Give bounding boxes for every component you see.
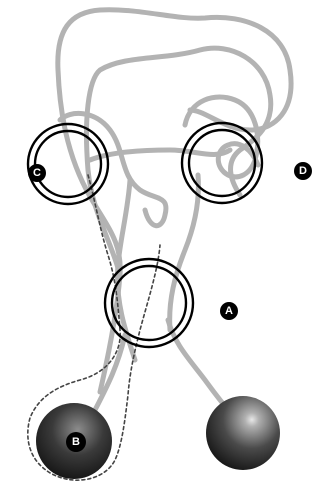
ball-right — [206, 396, 280, 470]
rope-d-lower — [170, 175, 199, 330]
label-a-badge: A — [220, 302, 238, 320]
label-d-badge: D — [294, 162, 312, 180]
label-a: A — [225, 305, 233, 317]
ring-d — [182, 123, 262, 203]
label-b-badge: B — [66, 432, 86, 452]
rope-strands — [58, 10, 291, 418]
label-c-badge: C — [28, 164, 46, 182]
label-b: B — [72, 436, 80, 448]
label-c: C — [33, 167, 41, 179]
label-d: D — [299, 165, 307, 177]
rope-mid-bridge — [90, 150, 230, 160]
